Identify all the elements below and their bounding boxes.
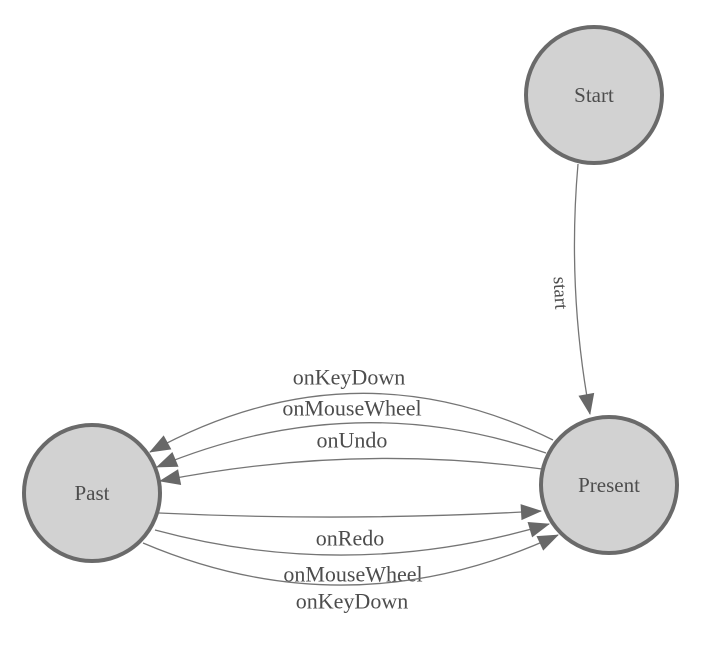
transition-label-onkeydown-to-past: onKeyDown [293, 365, 405, 390]
state-node-label-past: Past [74, 481, 109, 505]
state-node-start[interactable] [524, 25, 664, 165]
transition-edge-onkeydown-to-past [149, 392, 554, 453]
transition-label-onmousewheel-to-past: onMouseWheel [282, 396, 421, 421]
state-node-label-present: Present [578, 473, 640, 497]
state-node-past[interactable] [22, 423, 162, 563]
transition-label-onundo-to-past: onUndo [317, 428, 388, 453]
transition-edge-onkeydown-to-present [142, 534, 559, 586]
transition-label-start-to-present: start [549, 276, 572, 310]
transition-edge-onredo-to-present [158, 504, 542, 521]
transition-label-onredo-to-present: onRedo [316, 526, 384, 551]
state-node-label-start: Start [574, 83, 614, 107]
transition-label-onmousewheel-to-present: onMouseWheel [283, 562, 422, 587]
transition-edge-onmousewheel-to-past [156, 422, 547, 468]
state-node-present[interactable] [539, 415, 679, 555]
transition-edge-start-to-present [573, 163, 595, 415]
transition-label-onkeydown-to-present: onKeyDown [296, 589, 408, 614]
transition-edge-onmousewheel-to-present [154, 522, 550, 556]
transition-edge-onundo-to-past [159, 457, 543, 485]
